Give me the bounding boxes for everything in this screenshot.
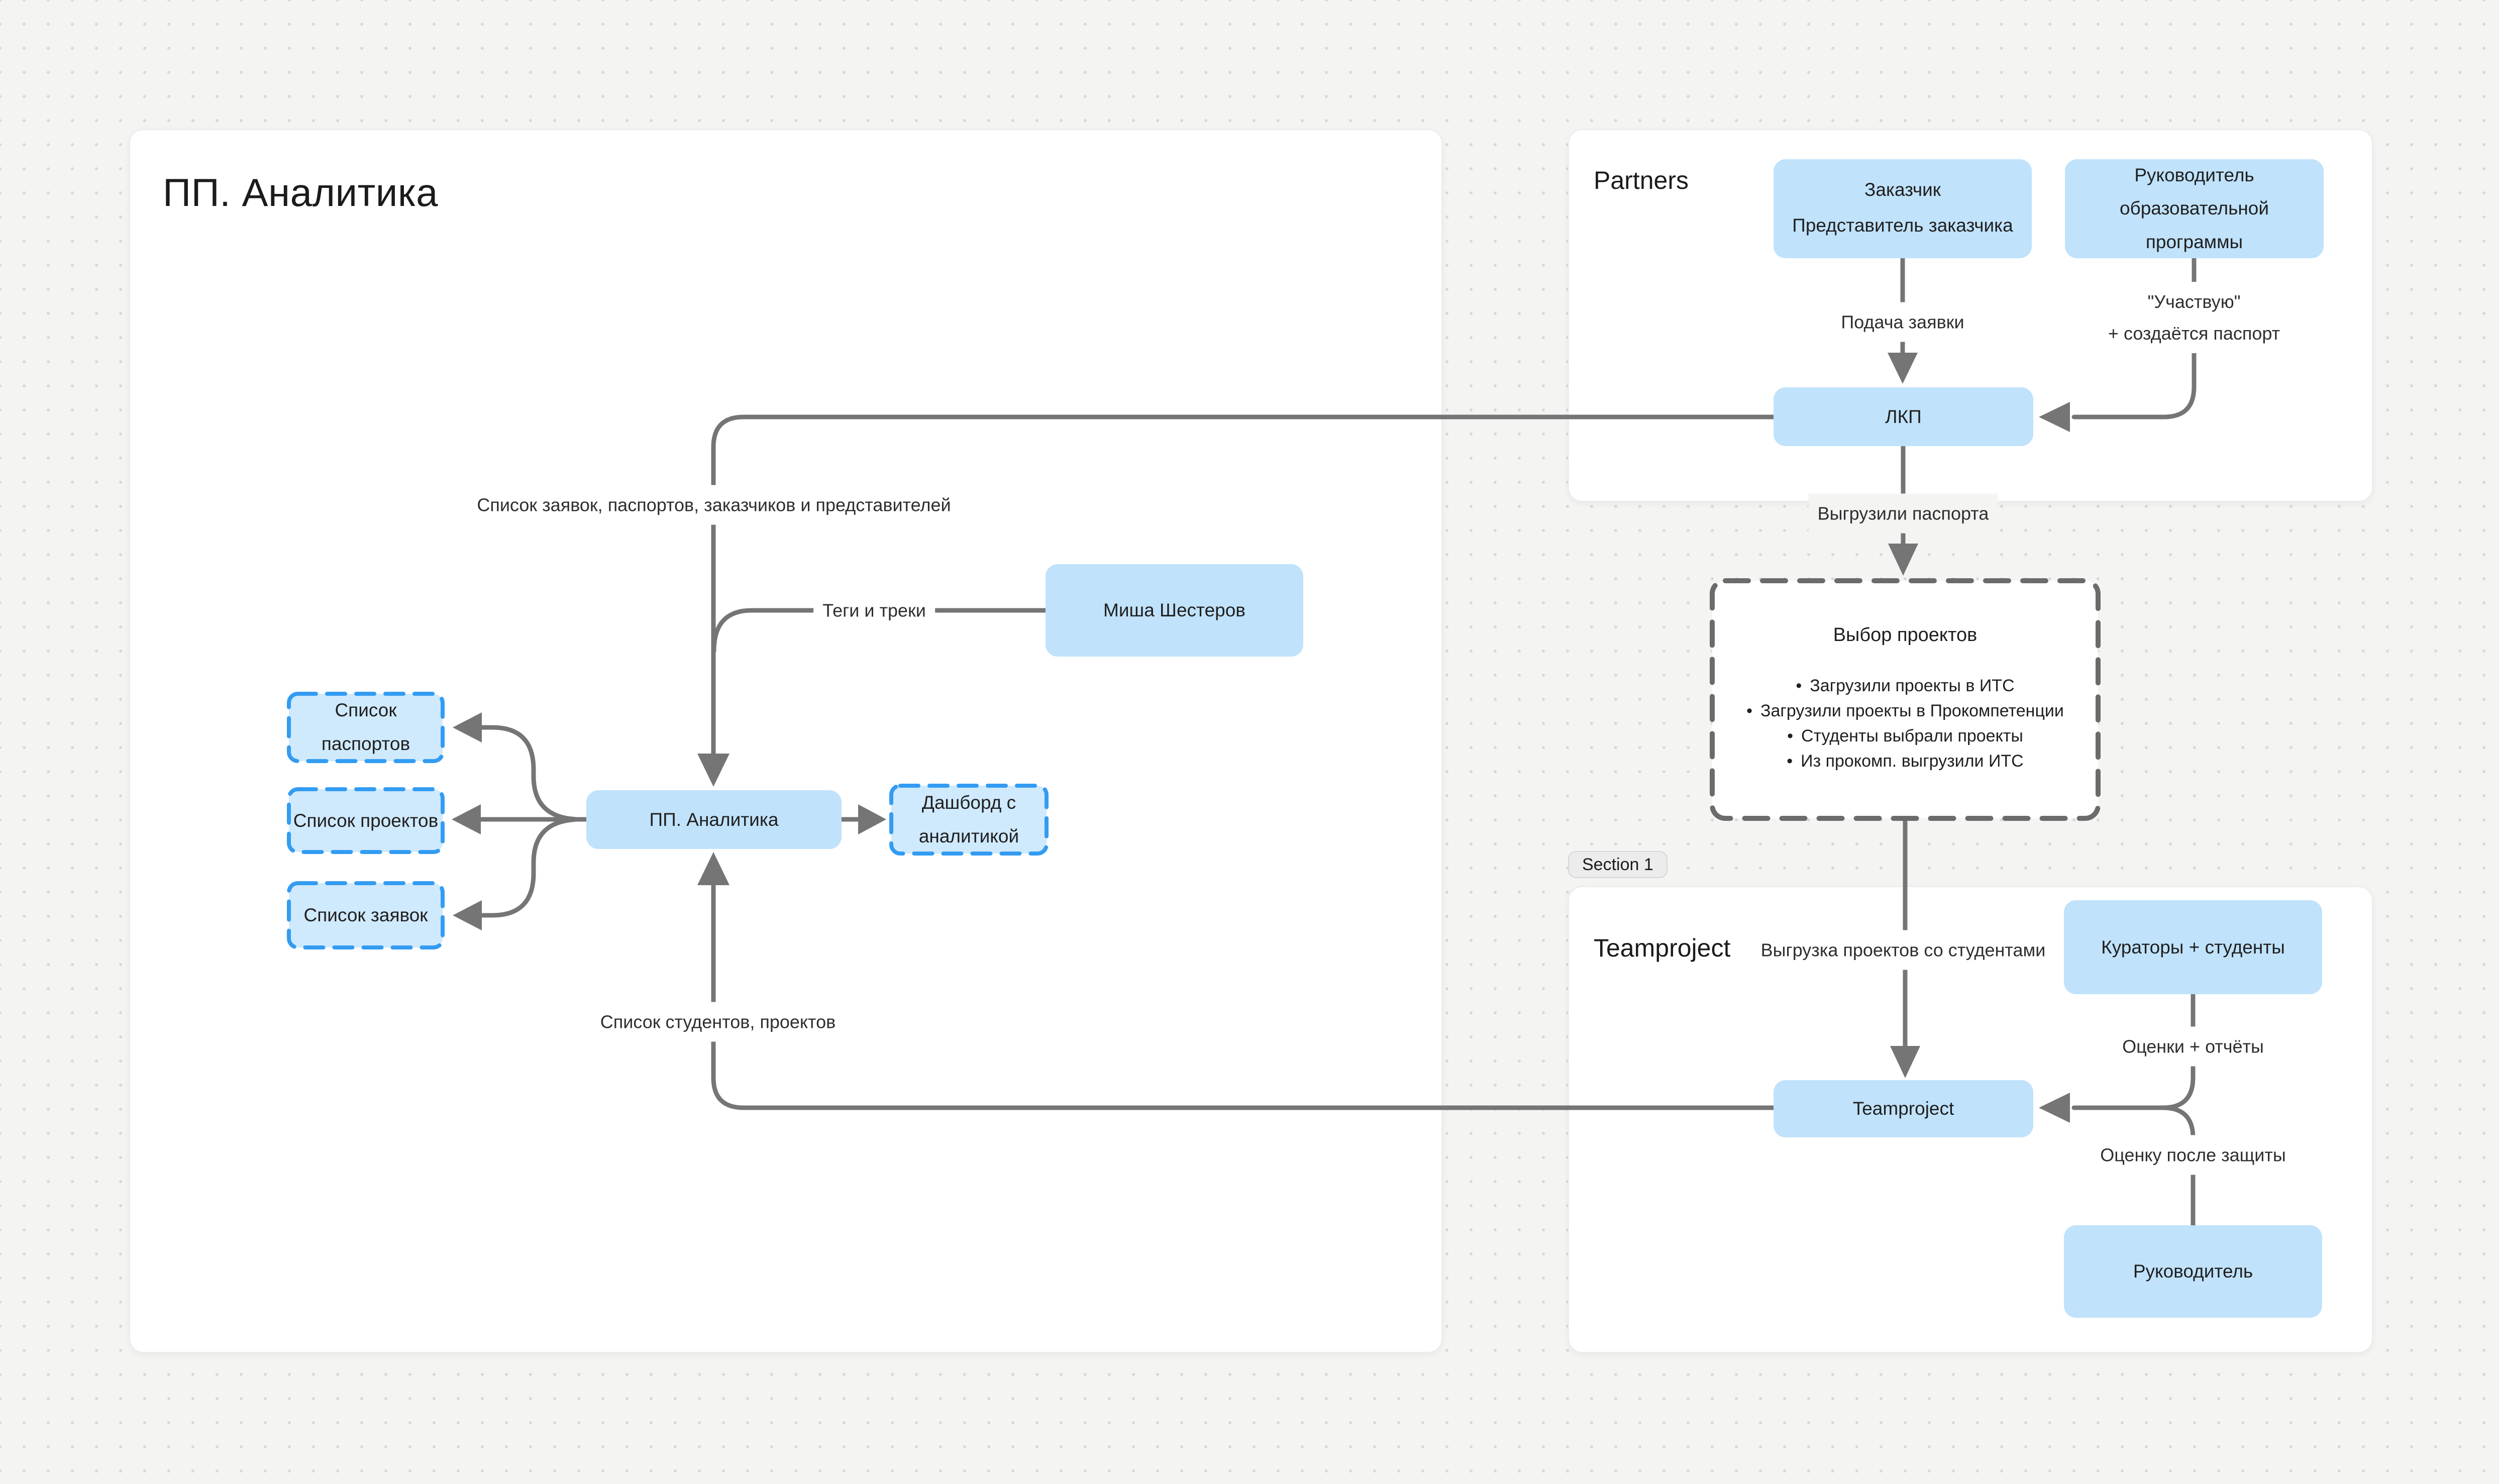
- project-choice-item-2: Загрузили проекты в Прокомпетенции: [1760, 701, 2064, 721]
- project-choice-title: Выбор проектов: [1833, 624, 1977, 646]
- node-projects-list[interactable]: Список проектов: [287, 787, 445, 854]
- teamproject-frame-title[interactable]: Teamproject: [1594, 934, 1731, 962]
- edge-program-head-to-lkp[interactable]: [2071, 256, 2197, 419]
- edge-label-grades-reports[interactable]: Оценки + отчёты: [2113, 1026, 2273, 1067]
- arrowhead-into-pp-bottom: [697, 852, 730, 885]
- arrowhead-into-teamproject-top: [1890, 1046, 1920, 1078]
- edge-label-grade-after-defense[interactable]: Оценку после защиты: [2091, 1135, 2295, 1175]
- list-item: • Из прокомп. выгрузили ИТС: [1787, 753, 2024, 770]
- project-choice-outline[interactable]: [1710, 578, 2101, 821]
- arrowhead-into-dashboard: [858, 804, 886, 834]
- applications-list-shape[interactable]: [287, 881, 445, 949]
- node-passports-list[interactable]: Список паспортов: [287, 692, 445, 763]
- edge-label-passports-export[interactable]: Выгрузили паспорта: [1808, 493, 1998, 534]
- arrowhead-into-applications-list: [453, 900, 482, 930]
- bullet-icon: •: [1787, 752, 1793, 771]
- project-choice-item-4: Из прокомп. выгрузили ИТС: [1801, 752, 2024, 771]
- node-program-head[interactable]: Руководитель образовательной программы: [2065, 159, 2324, 258]
- project-choice-item-1: Загрузили проекты в ИТС: [1810, 676, 2015, 696]
- node-customer[interactable]: Заказчик Представитель заказчика: [1774, 159, 2032, 258]
- projects-list-label: Список проектов: [293, 810, 439, 831]
- passports-list-shape[interactable]: [287, 692, 445, 763]
- curators-students-label: Кураторы + студенты: [2101, 936, 2285, 958]
- node-lkp[interactable]: ЛКП: [1774, 387, 2033, 446]
- edge-label-tags-tracks[interactable]: Теги и треки: [813, 590, 935, 630]
- edge-teamproject-to-pp-analytics[interactable]: [711, 882, 1776, 1110]
- list-item: • Загрузили проекты в Прокомпетенции: [1746, 702, 2064, 719]
- bullet-icon: •: [1746, 701, 1752, 721]
- projects-list-shape[interactable]: [287, 787, 445, 854]
- edge-misha-to-pp-analytics[interactable]: [711, 608, 1048, 654]
- misha-label: Миша Шестеров: [1103, 600, 1245, 621]
- edge-label-lists-export[interactable]: Список заявок, паспортов, заказчиков и п…: [468, 485, 960, 525]
- program-head-label: Руководитель образовательной программы: [2119, 164, 2269, 252]
- pp-analytics-label: ПП. Аналитика: [649, 809, 779, 830]
- edge-label-apply[interactable]: Подача заявки: [1832, 302, 1973, 342]
- edge-label-projects-with-students[interactable]: Выгрузка проектов со студентами: [1751, 930, 2055, 970]
- arrowhead-into-teamproject-right: [2039, 1093, 2070, 1123]
- arrowhead-into-lkp-top: [1888, 353, 1918, 384]
- project-choice-item-3: Студенты выбрали проекты: [1801, 726, 2023, 746]
- node-head[interactable]: Руководитель: [2064, 1225, 2322, 1318]
- teamproject-service-label: Teamproject: [1852, 1098, 1954, 1119]
- edge-label-participate[interactable]: "Участвую" + создаётся паспорт: [2099, 282, 2289, 353]
- arrowhead-into-passports-list: [453, 712, 482, 743]
- head-label: Руководитель: [2133, 1261, 2253, 1282]
- edge-label-students-projects[interactable]: Список студентов, проектов: [591, 1002, 845, 1042]
- node-dashboard[interactable]: Дашборд с аналитикой: [889, 784, 1049, 856]
- edge-label-participate-line2: + создаётся паспорт: [2108, 323, 2280, 344]
- bullet-icon: •: [1796, 676, 1802, 696]
- arrowhead-into-project-choice: [1888, 544, 1918, 576]
- dashboard-label: Дашборд с аналитикой: [918, 792, 1019, 846]
- node-curators-students[interactable]: Кураторы + студенты: [2064, 900, 2322, 994]
- node-pp-analytics[interactable]: ПП. Аналитика: [586, 790, 842, 849]
- node-teamproject-service[interactable]: Teamproject: [1774, 1080, 2033, 1137]
- node-misha[interactable]: Миша Шестеров: [1046, 564, 1303, 657]
- bullet-icon: •: [1787, 726, 1794, 746]
- partners-frame-title[interactable]: Partners: [1594, 166, 1689, 194]
- section-1-tag[interactable]: Section 1: [1568, 851, 1668, 878]
- dashboard-shape[interactable]: [889, 784, 1049, 856]
- customer-role-label: Заказчик: [1864, 179, 1941, 200]
- arrowhead-into-lkp-right: [2039, 402, 2070, 432]
- arrowhead-into-pp-top: [697, 754, 730, 787]
- edge-lkp-to-pp-analytics[interactable]: [711, 414, 1776, 762]
- applications-list-label: Список заявок: [303, 905, 428, 926]
- node-project-choice[interactable]: Выбор проектов • Загрузили проекты в ИТС…: [1710, 578, 2101, 821]
- analytics-frame-title[interactable]: ПП. Аналитика: [163, 170, 439, 215]
- section-1-tag-label: Section 1: [1582, 855, 1653, 874]
- node-applications-list[interactable]: Список заявок: [287, 881, 445, 949]
- customer-representative-label: Представитель заказчика: [1792, 215, 2013, 236]
- list-item: • Студенты выбрали проекты: [1787, 727, 2023, 745]
- edge-label-participate-line1: "Участвую": [2147, 291, 2241, 312]
- passports-list-label: Список паспортов: [321, 700, 410, 754]
- edge-pp-analytics-to-passports-list[interactable]: [478, 725, 580, 822]
- project-choice-list: • Загрузили проекты в ИТС • Загрузили пр…: [1746, 677, 2064, 770]
- lkp-label: ЛКП: [1885, 406, 1922, 427]
- arrowhead-into-projects-list: [452, 804, 481, 834]
- list-item: • Загрузили проекты в ИТС: [1796, 677, 2014, 694]
- edge-pp-analytics-to-applications-list[interactable]: [478, 817, 580, 918]
